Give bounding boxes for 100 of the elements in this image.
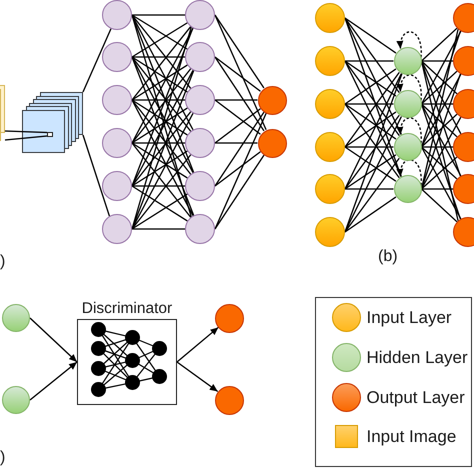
connection-line <box>422 103 453 105</box>
connection-line <box>215 99 258 101</box>
neuron-circle <box>185 128 215 158</box>
connection-line <box>132 56 188 93</box>
connection-line <box>132 142 188 179</box>
connection-line <box>344 18 402 135</box>
arrow <box>176 326 219 362</box>
connection-line <box>344 158 400 232</box>
feature-map-stack <box>22 92 83 153</box>
connection-line <box>344 68 396 105</box>
connection-line <box>421 104 458 138</box>
connection-line <box>132 142 185 144</box>
input-neuron-circle <box>315 174 345 204</box>
connection-line <box>421 28 458 62</box>
connection-line <box>132 107 188 144</box>
connection-line <box>344 60 402 177</box>
panel-label: (b) <box>378 248 398 266</box>
connection-line <box>132 228 185 230</box>
connection-line <box>421 146 458 180</box>
output-neuron-circle <box>453 174 474 204</box>
connection-line <box>344 146 396 182</box>
connection-line <box>131 142 192 218</box>
connection-line <box>132 193 188 230</box>
connection-line <box>421 156 458 190</box>
connection-line <box>420 104 462 220</box>
connection-line <box>344 114 400 190</box>
connection-line <box>344 196 396 233</box>
neuron-circle <box>102 0 132 30</box>
output-neuron-circle <box>258 128 286 158</box>
legend-label: Input Image <box>366 426 456 446</box>
output-neuron-circle <box>453 217 474 247</box>
hidden-neuron-circle <box>2 304 30 332</box>
connection-line <box>344 103 396 140</box>
connection-line <box>422 60 453 62</box>
connection-line <box>344 18 400 94</box>
connection-line <box>214 151 261 187</box>
connection-line <box>344 60 396 97</box>
connection-line <box>422 188 453 190</box>
arrow <box>30 318 78 362</box>
neuron-circle <box>102 128 132 158</box>
connection-line <box>4 135 48 141</box>
connection-line <box>420 104 462 176</box>
receptive-field-square <box>47 132 53 137</box>
legend-label: Hidden Layer <box>366 348 468 368</box>
connection-line <box>132 99 188 136</box>
connection-line <box>132 185 185 187</box>
connection-line <box>420 74 462 148</box>
output-neuron-circle <box>453 3 474 33</box>
connection-line <box>131 28 194 144</box>
connection-line <box>344 60 400 136</box>
input-neuron-circle <box>315 46 345 76</box>
connection-line <box>132 185 188 222</box>
connection-line <box>214 99 261 135</box>
connection-line <box>421 60 458 94</box>
output-neuron-circle <box>453 132 474 162</box>
connection-line <box>345 146 394 148</box>
connection-line <box>344 72 400 148</box>
connection-line <box>132 14 185 16</box>
connection-line <box>131 28 194 186</box>
connection-line <box>344 111 396 148</box>
neuron-circle <box>185 42 215 72</box>
connection-line <box>344 154 396 190</box>
legend-label: Output Layer <box>366 388 465 408</box>
panel-label: ) <box>0 253 6 271</box>
connection-line <box>421 70 458 104</box>
recurrent-loop-arrow <box>397 117 422 144</box>
arrow <box>30 362 78 400</box>
connection-line <box>132 64 188 101</box>
connection-line <box>214 112 265 186</box>
connection-line <box>82 134 110 216</box>
connection-line <box>131 100 194 216</box>
connection-line <box>344 116 402 232</box>
hidden-neuron-circle <box>394 90 422 118</box>
connection-line <box>214 14 264 88</box>
connection-line <box>131 56 192 132</box>
neuron-circle <box>185 0 215 30</box>
connection-line <box>344 104 400 178</box>
connection-line <box>132 150 188 187</box>
recurrent-loop-arrow <box>397 31 422 58</box>
connection-line <box>421 188 458 222</box>
neuron-circle <box>185 85 215 115</box>
connection-line <box>131 56 194 216</box>
hidden-neuron-circle <box>394 47 422 75</box>
hidden-neuron-circle <box>394 175 422 203</box>
connection-line <box>420 116 462 190</box>
input-neuron-circle <box>315 89 345 119</box>
box-title: Discriminator <box>82 300 172 318</box>
panel-label: ) <box>0 449 6 467</box>
connection-line <box>420 30 462 104</box>
connection-line <box>82 28 112 92</box>
output-neuron-circle <box>453 89 474 119</box>
output-neuron-circle <box>215 386 244 414</box>
output-neuron-circle <box>453 46 474 76</box>
neuron-circle <box>185 214 215 244</box>
recurrent-loop-arrow <box>397 159 422 186</box>
arrow <box>176 361 218 392</box>
connection-line <box>215 142 258 144</box>
neuron-circle <box>102 42 132 72</box>
neuron-circle <box>102 85 132 115</box>
connection-line <box>420 60 462 134</box>
